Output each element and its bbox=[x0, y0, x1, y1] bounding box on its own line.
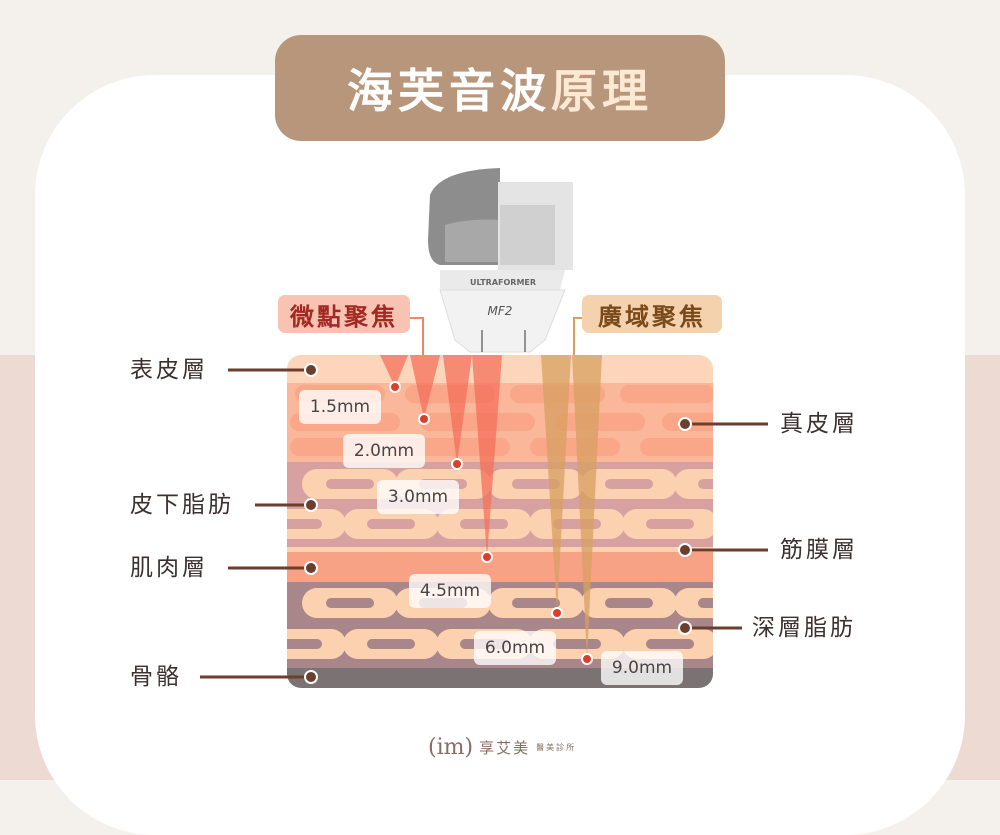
label-deep-fat: 深層脂肪 bbox=[752, 615, 856, 641]
logo-subtitle: 醫美診所 bbox=[536, 743, 577, 752]
beam-6-0mm bbox=[541, 355, 571, 613]
label-bone: 骨骼 bbox=[130, 664, 182, 690]
label-epidermis: 表皮層 bbox=[130, 357, 208, 383]
micro-focus-tag: 微點聚焦 bbox=[278, 295, 410, 333]
beam-1-5mm bbox=[380, 355, 408, 387]
depth-label: 1.5mm bbox=[299, 390, 381, 424]
title-highlight: 原理 bbox=[551, 64, 653, 118]
label-muscle: 肌肉層 bbox=[130, 555, 208, 581]
ultraformer-device: ULTRAFORMER MF2 bbox=[428, 168, 573, 353]
muscle-layer bbox=[287, 552, 713, 583]
label-fascia: 筋膜層 bbox=[780, 537, 858, 563]
label-dermis: 真皮層 bbox=[780, 411, 858, 437]
svg-text:ULTRAFORMER: ULTRAFORMER bbox=[470, 278, 536, 287]
clinic-logo: (im) 享艾美 醫美診所 bbox=[428, 735, 576, 760]
wide-focus-tag: 廣域聚焦 bbox=[582, 295, 722, 333]
depth-label: 3.0mm bbox=[377, 480, 459, 514]
beam-4-5mm bbox=[472, 355, 502, 557]
depth-label: 9.0mm bbox=[601, 651, 683, 685]
fascia-layer bbox=[287, 547, 713, 552]
title-main: 海芙音波 bbox=[347, 64, 551, 118]
label-subcutaneous-fat: 皮下脂肪 bbox=[130, 492, 234, 518]
skin-diagram: ULTRAFORMER MF2 bbox=[200, 168, 768, 688]
beam-2-0mm bbox=[410, 355, 440, 419]
beam-9-0mm bbox=[572, 355, 602, 659]
logo-name: 享艾美 bbox=[479, 739, 531, 757]
svg-text:MF2: MF2 bbox=[488, 304, 513, 318]
depth-label: 6.0mm bbox=[474, 631, 556, 665]
depth-label: 2.0mm bbox=[343, 434, 425, 468]
beam-3-0mm bbox=[443, 355, 472, 464]
page-title: 海芙音波原理 bbox=[275, 35, 725, 141]
logo-mark: (im) bbox=[428, 735, 474, 760]
depth-label: 4.5mm bbox=[409, 574, 491, 608]
